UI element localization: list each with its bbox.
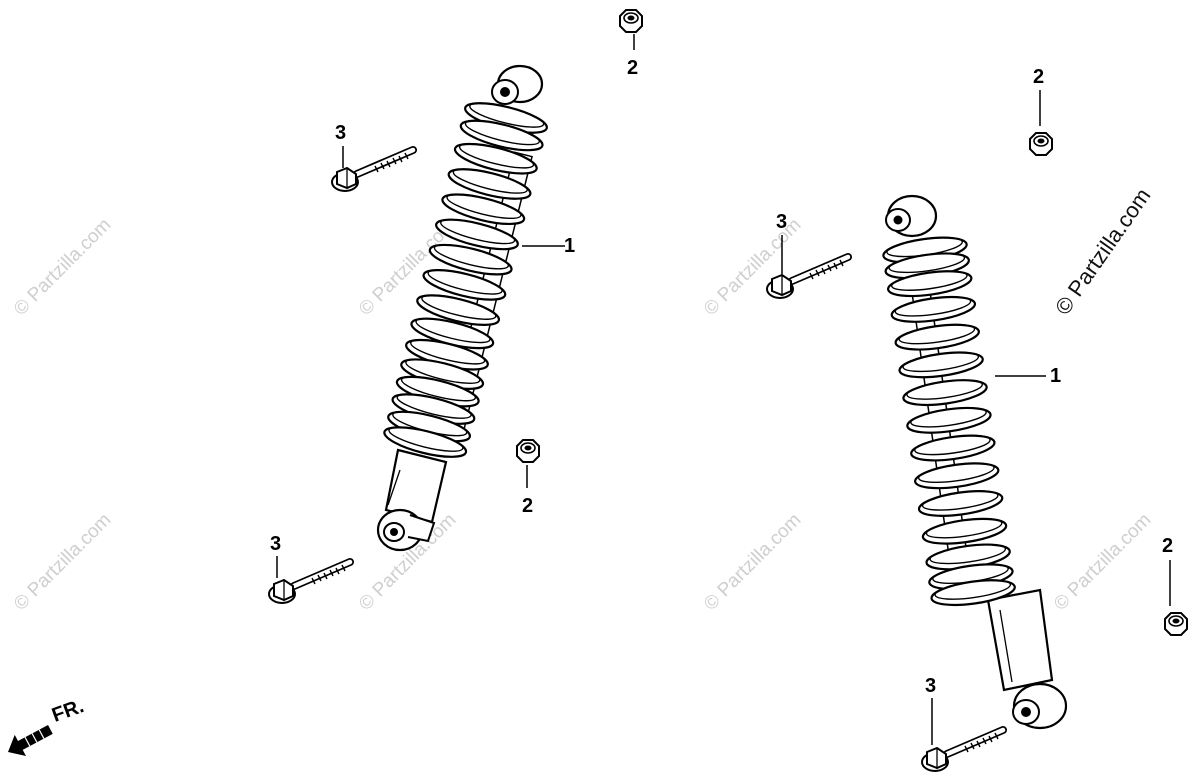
shock-absorber-left <box>376 64 551 552</box>
callout-shock-absorber: 1 <box>564 235 575 257</box>
callout-flange-nut: 2 <box>627 57 638 79</box>
flange-nut <box>1029 132 1053 156</box>
flange-bolt <box>269 562 350 603</box>
flange-nut <box>619 9 643 33</box>
callout-flange-bolt: 3 <box>925 675 936 697</box>
callout-flange-bolt: 3 <box>776 211 787 233</box>
front-direction-arrow-icon <box>8 725 53 757</box>
callout-flange-bolt: 3 <box>335 122 346 144</box>
flange-nut <box>1164 612 1188 636</box>
callout-flange-nut: 2 <box>1162 535 1173 557</box>
callout-flange-bolt: 3 <box>270 533 281 555</box>
flange-bolt <box>332 150 413 191</box>
flange-bolt <box>922 730 1003 771</box>
flange-nut <box>516 439 540 463</box>
callout-flange-nut: 2 <box>1033 66 1044 88</box>
flange-bolt <box>767 257 848 298</box>
callout-flange-nut: 2 <box>522 495 533 517</box>
callout-shock-absorber: 1 <box>1050 365 1061 387</box>
leader-lines <box>276 34 1171 745</box>
shock-absorber-right <box>880 194 1068 730</box>
